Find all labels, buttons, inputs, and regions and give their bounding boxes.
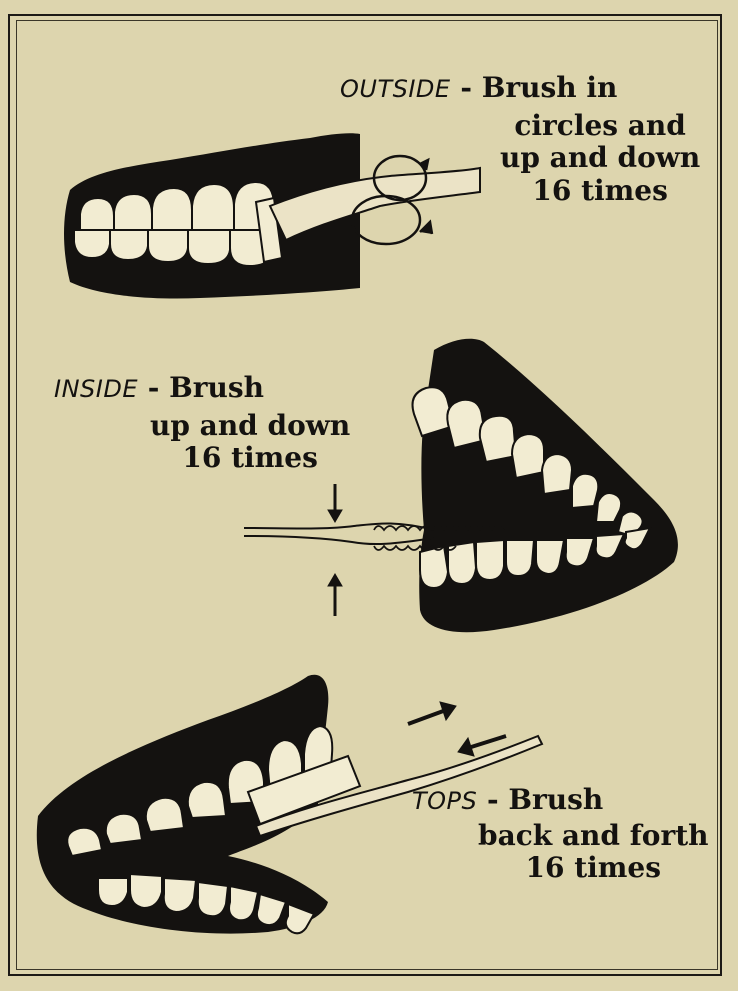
outside-line1: Brush in	[482, 71, 618, 104]
tops-line3: 16 times	[478, 852, 709, 884]
outside-label: OUTSIDE	[340, 75, 451, 103]
tops-separator: -	[487, 783, 499, 816]
tops-caption: TOPS - Brush	[412, 784, 603, 816]
tops-label: TOPS	[412, 787, 477, 815]
tops-motion-arrows	[408, 702, 506, 756]
outside-line2: circles and	[500, 110, 700, 142]
outside-teeth-illustration	[60, 120, 480, 320]
outside-line3: up and down	[500, 142, 700, 174]
inside-label: INSIDE	[54, 375, 138, 403]
outside-line4: 16 times	[500, 175, 700, 207]
inside-teeth-illustration	[244, 330, 690, 640]
outside-caption: OUTSIDE - Brush in	[340, 72, 617, 104]
inside-caption: INSIDE - Brush	[54, 372, 264, 404]
tops-line2: back and forth	[478, 820, 709, 852]
inside-separator: -	[148, 371, 160, 404]
inside-motion-arrows	[328, 484, 342, 616]
tops-caption-rest: back and forth 16 times	[478, 820, 709, 885]
outside-separator: -	[460, 71, 472, 104]
tops-line1: Brush	[508, 783, 603, 816]
outside-caption-rest: circles and up and down 16 times	[500, 110, 700, 207]
